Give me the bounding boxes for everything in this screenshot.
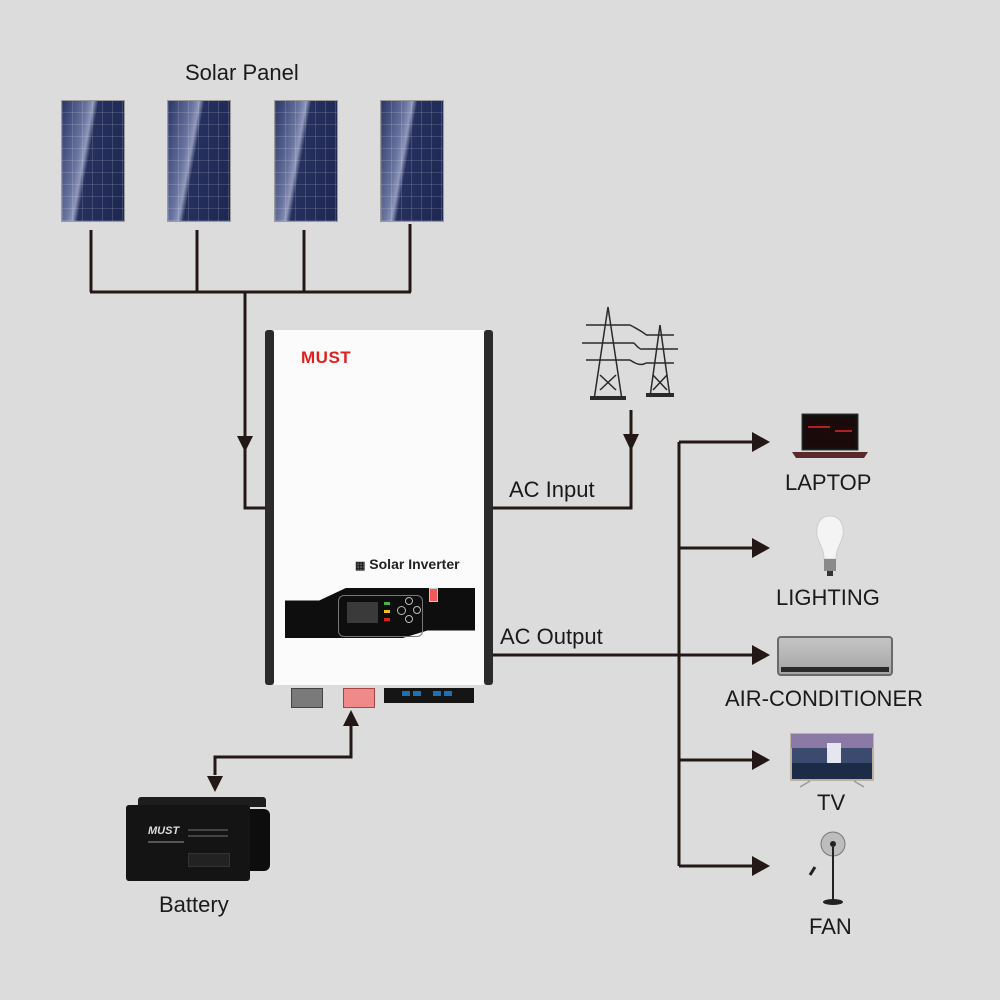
button-down[interactable]	[405, 615, 413, 623]
solar-panel-2	[167, 100, 231, 222]
negative-terminal	[291, 688, 323, 708]
load-label-lighting: LIGHTING	[776, 585, 880, 610]
load-label-laptop: LAPTOP	[785, 470, 872, 495]
solar-panel-1	[61, 100, 125, 222]
arrow-ac	[752, 645, 770, 665]
solar-panel-3	[274, 100, 338, 222]
ac-output-label: AC Output	[500, 624, 603, 649]
load-label-air-conditioner: AIR-CONDITIONER	[725, 686, 923, 711]
inverter-screen-frame	[338, 595, 423, 637]
solar-panel-label: Solar Panel	[185, 60, 299, 85]
load-label-tv: TV	[817, 790, 846, 815]
ac-input-label: AC Input	[509, 477, 595, 502]
laptop-icon	[792, 413, 868, 458]
inverter-title-text: Solar Inverter	[369, 556, 460, 572]
inverter-left-rail	[265, 330, 274, 685]
positive-terminal	[343, 688, 375, 708]
load-label-fan: FAN	[809, 914, 852, 939]
battery-brand-logo: MUST	[148, 825, 180, 837]
inverter-lcd-screen	[347, 602, 378, 623]
status-led-red	[384, 618, 390, 621]
arrow-laptop	[752, 432, 770, 452]
output-terminal-block	[384, 688, 474, 703]
arrow-grid-down	[623, 434, 639, 451]
light-bulb-icon	[816, 515, 844, 576]
grid-logo-icon: ▦	[355, 560, 366, 572]
inverter-brand-logo: MUST	[301, 348, 352, 367]
battery-icon: MUST	[126, 797, 270, 883]
tv-icon	[790, 733, 874, 788]
button-right[interactable]	[413, 606, 421, 614]
air-conditioner-icon	[777, 636, 893, 676]
power-switch[interactable]	[429, 588, 438, 602]
status-led-yellow	[384, 610, 390, 613]
arrow-battery-down	[207, 776, 223, 792]
button-up[interactable]	[405, 597, 413, 605]
fan-icon	[808, 831, 846, 905]
solar-panel-4	[380, 100, 444, 222]
arrow-fan	[752, 856, 770, 876]
inverter-model-title: ▦ Solar Inverter	[355, 556, 460, 572]
inverter-right-rail	[484, 330, 493, 685]
power-tower-icon	[582, 306, 678, 400]
solar-inverter: MUST ▦ Solar Inverter	[265, 330, 493, 685]
button-enter[interactable]	[397, 606, 406, 615]
battery-wire	[213, 722, 353, 775]
arrow-tv	[752, 750, 770, 770]
status-led-green	[384, 602, 390, 605]
arrow-lighting	[752, 538, 770, 558]
arrow-solar-down	[237, 436, 253, 452]
battery-label: Battery	[159, 892, 229, 917]
arrow-battery-up	[343, 710, 359, 726]
